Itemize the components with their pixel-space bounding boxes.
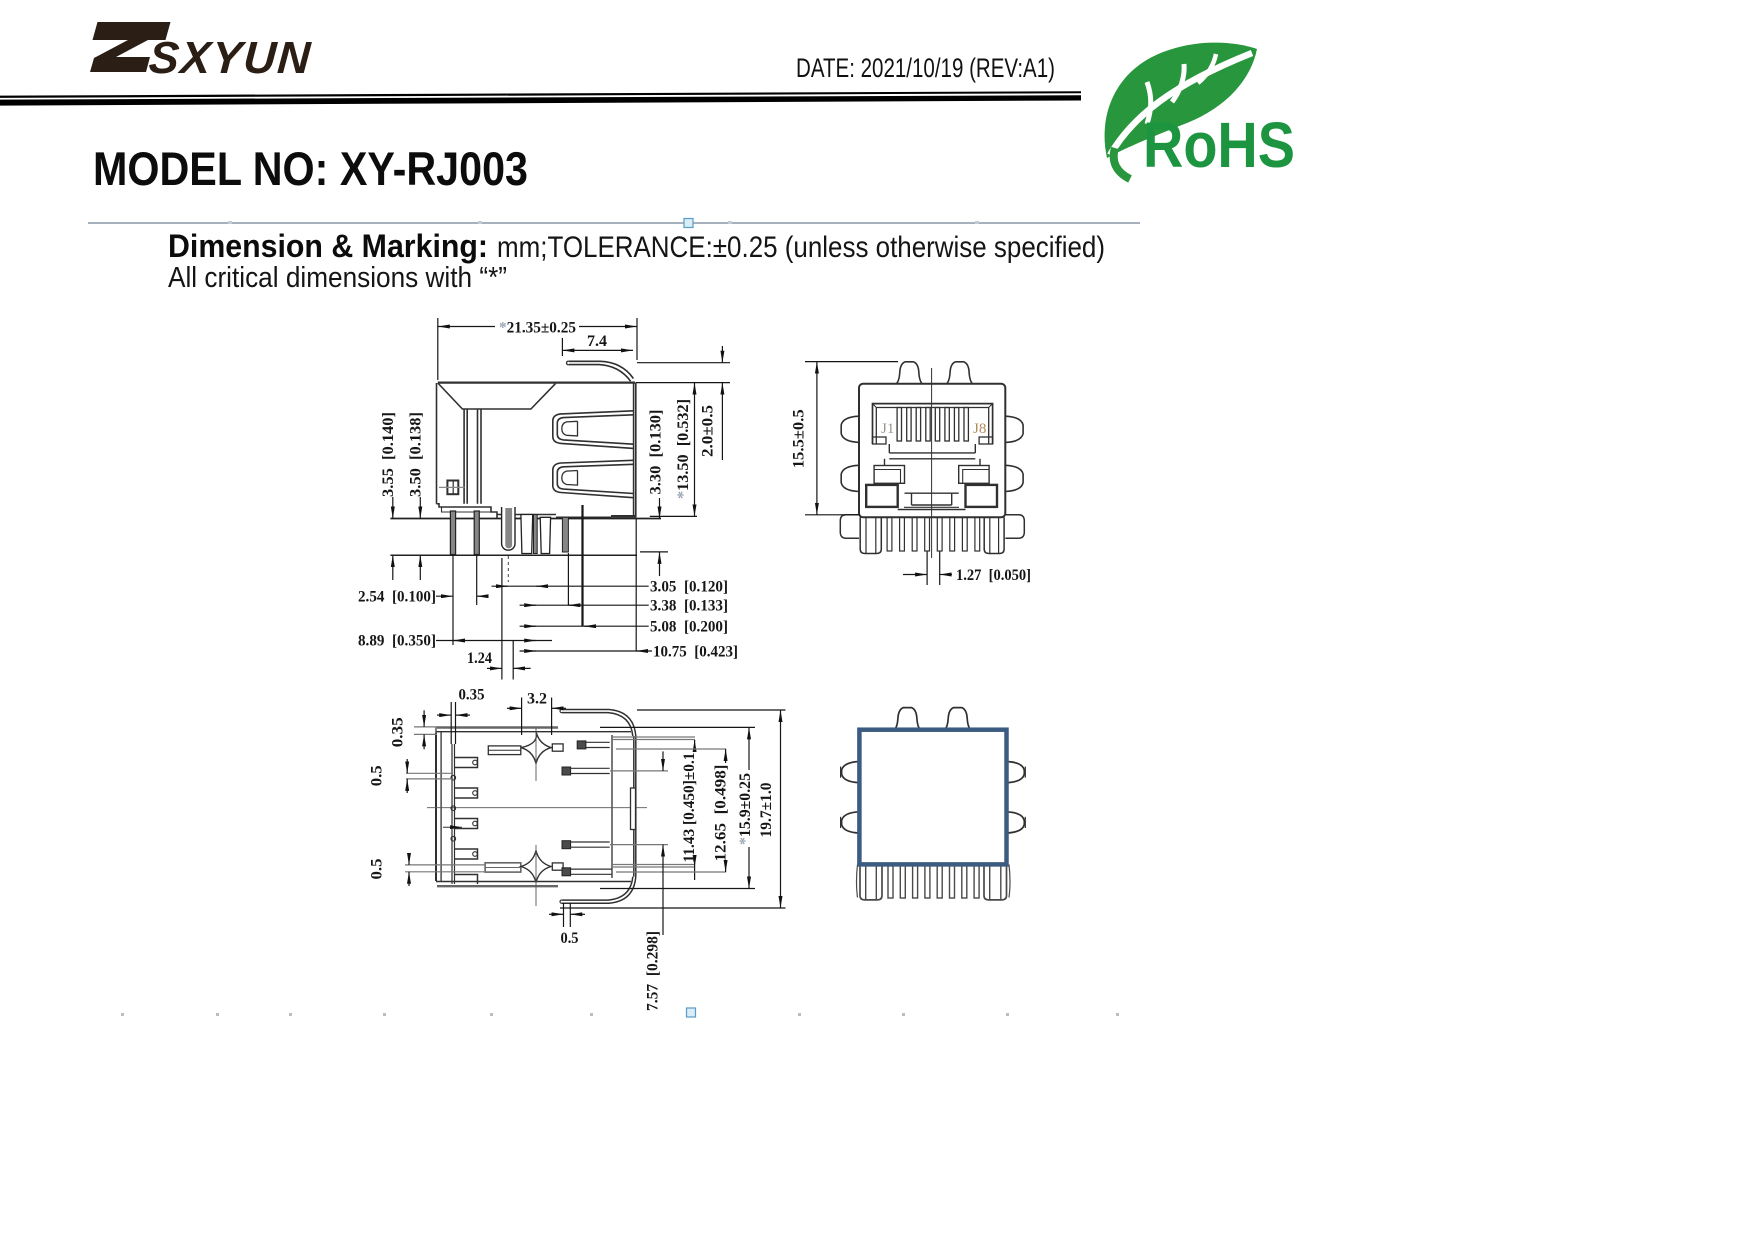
svg-text:0.35: 0.35: [389, 717, 406, 747]
svg-text:7.57 [0.298]: 7.57 [0.298]: [645, 931, 662, 1011]
svg-text:3.50 [0.138]: 3.50 [0.138]: [407, 412, 424, 497]
svg-text:10.75 [0.423]: 10.75 [0.423]: [653, 644, 738, 661]
svg-text:DATE: 2021/10/19 (REV:A1): DATE: 2021/10/19 (REV:A1): [796, 53, 1055, 83]
svg-text:J8: J8: [973, 421, 986, 437]
svg-text:3.55 [0.140]: 3.55 [0.140]: [380, 412, 397, 497]
svg-text:3.30 [0.130]: 3.30 [0.130]: [648, 410, 665, 495]
svg-text:1.24: 1.24: [467, 650, 492, 667]
svg-text:*13.50 [0.532]: *13.50 [0.532]: [675, 399, 692, 499]
svg-text:RoHS: RoHS: [1143, 109, 1295, 181]
svg-text:0.5: 0.5: [368, 765, 385, 786]
svg-text:1.27 [0.050]: 1.27 [0.050]: [956, 567, 1031, 584]
svg-text:11.43 [0.450]±0.1: 11.43 [0.450]±0.1: [681, 753, 698, 863]
svg-text:0.35: 0.35: [459, 687, 485, 704]
svg-text:3.38 [0.133]: 3.38 [0.133]: [650, 598, 728, 615]
svg-text:8.89 [0.350]: 8.89 [0.350]: [358, 633, 436, 650]
svg-text:19.7±1.0: 19.7±1.0: [758, 782, 775, 837]
svg-text:7.4: 7.4: [587, 333, 607, 350]
svg-text:*15.9±0.25: *15.9±0.25: [737, 773, 754, 845]
svg-text:All critical dimensions with “: All critical dimensions with “*”: [168, 262, 507, 294]
svg-text:MODEL NO: XY-RJ003: MODEL NO: XY-RJ003: [93, 143, 528, 196]
svg-text:J1: J1: [881, 421, 894, 437]
svg-text:SXYUN: SXYUN: [147, 32, 313, 83]
svg-text:15.5±0.5: 15.5±0.5: [791, 409, 808, 468]
svg-text:5.08 [0.200]: 5.08 [0.200]: [650, 619, 728, 636]
svg-text:3.2: 3.2: [527, 691, 547, 708]
svg-text:2.0±0.5: 2.0±0.5: [700, 405, 717, 457]
svg-text:0.5: 0.5: [561, 930, 579, 947]
svg-text:0.5: 0.5: [368, 858, 385, 879]
svg-text:2.54 [0.100]: 2.54 [0.100]: [358, 589, 436, 606]
svg-text:Dimension & Marking:: Dimension & Marking:: [168, 228, 488, 264]
svg-text:mm;TOLERANCE:±0.25 (unless oth: mm;TOLERANCE:±0.25 (unless otherwise spe…: [497, 231, 1105, 264]
svg-text:*21.35±0.25: *21.35±0.25: [499, 320, 576, 337]
svg-text:3.05 [0.120]: 3.05 [0.120]: [650, 579, 728, 596]
svg-text:12.65 [0.498]: 12.65 [0.498]: [713, 765, 730, 862]
